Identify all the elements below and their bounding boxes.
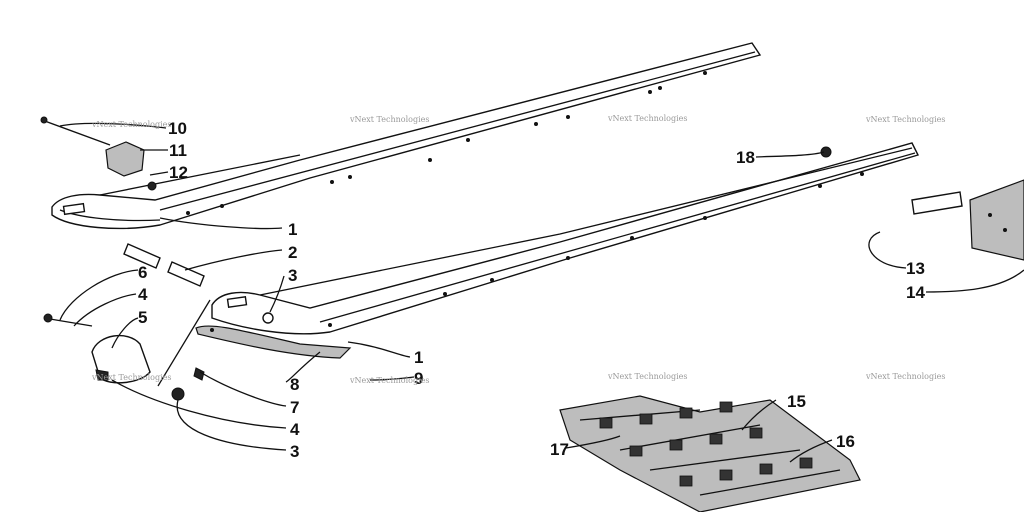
upper-rail-holes xyxy=(186,71,707,215)
callout-10: 10 xyxy=(168,119,187,138)
callout-5: 5 xyxy=(138,308,147,327)
callout-16: 16 xyxy=(836,432,855,451)
watermarks: vNext Technologies vNext Technologies vN… xyxy=(91,114,945,385)
callout-17: 17 xyxy=(550,440,569,459)
bushings xyxy=(123,243,205,287)
callout-7: 7 xyxy=(290,398,299,417)
callout-9: 9 xyxy=(414,369,423,388)
leader-lines xyxy=(59,122,1024,463)
lower-slide-rail xyxy=(211,142,919,335)
front-stop-block xyxy=(40,116,157,191)
watermark-7: vNext Technologies xyxy=(607,372,687,381)
lower-rail-holes xyxy=(328,172,864,327)
watermark-2: vNext Technologies xyxy=(349,115,429,124)
callout-12: 12 xyxy=(169,163,188,182)
callout-2: 2 xyxy=(288,243,297,262)
watermark-1: vNext Technologies xyxy=(91,120,171,129)
callout-4-upper: 4 xyxy=(138,285,148,304)
wear-strip xyxy=(193,325,352,381)
watermark-5: vNext Technologies xyxy=(91,373,171,382)
callout-3-lower: 3 xyxy=(290,442,299,461)
watermark-6: vNext Technologies xyxy=(349,376,429,385)
callout-15: 15 xyxy=(787,392,806,411)
rear-plate-assembly xyxy=(820,146,1024,261)
watermark-8: vNext Technologies xyxy=(865,372,945,381)
callout-1-lower: 1 xyxy=(414,348,423,367)
watermark-3: vNext Technologies xyxy=(607,114,687,123)
watermark-4: vNext Technologies xyxy=(865,115,945,124)
callout-11: 11 xyxy=(169,141,187,160)
callout-4-lower: 4 xyxy=(290,420,300,439)
callout-labels: 10 11 12 1 2 3 6 4 5 1 9 8 7 4 3 18 13 1… xyxy=(138,119,925,461)
callout-1-upper: 1 xyxy=(288,220,297,239)
callout-14: 14 xyxy=(906,283,925,302)
callout-6: 6 xyxy=(138,263,147,282)
callout-18: 18 xyxy=(736,148,755,167)
upper-slide-rail xyxy=(51,42,762,230)
callout-8: 8 xyxy=(290,375,299,394)
rear-stop-block xyxy=(43,312,274,401)
callout-13: 13 xyxy=(906,259,925,278)
track-section xyxy=(559,395,861,512)
callout-3-upper: 3 xyxy=(288,266,297,285)
